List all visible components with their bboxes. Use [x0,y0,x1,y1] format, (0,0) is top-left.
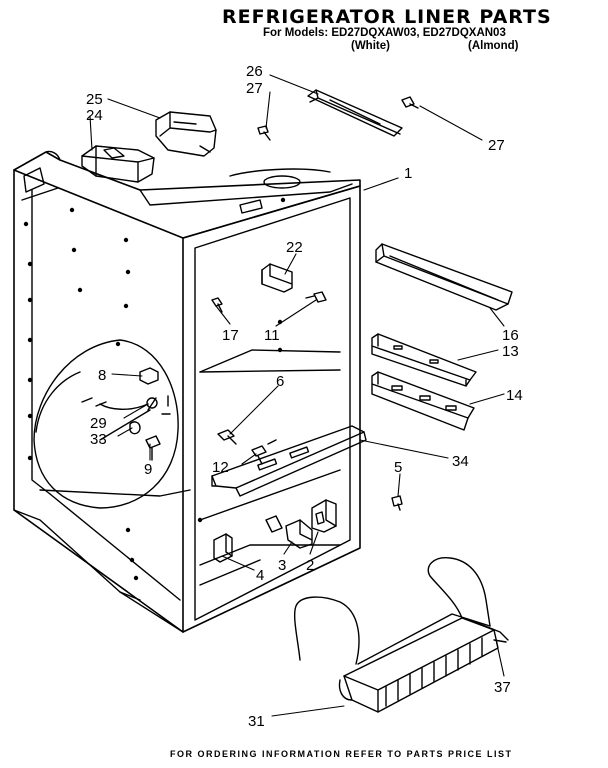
callout-13: 13 [502,343,519,360]
callout-29: 29 [90,415,107,432]
callout-12: 12 [212,459,229,476]
callout-1: 1 [404,165,412,182]
part-4-block [213,533,233,563]
callout-9: 9 [144,461,152,478]
white-label: (White) [351,40,390,52]
part-31-heater-assembly [293,557,509,713]
part-6-clip [217,429,237,445]
callout-16: 16 [502,327,519,344]
model-numbers: For Models: ED27DQXAW03, ED27DQXAN03 [263,27,506,39]
part-2-hinge [311,499,337,533]
callout-numbers: 26 27 27 25 24 1 22 16 13 14 17 11 6 8 2… [86,63,523,730]
part-22-bracket [261,263,293,293]
part-27-screw-right [401,96,419,109]
part-11-screw [305,291,327,303]
callout-25: 25 [86,91,103,108]
callout-22: 22 [286,239,303,256]
liner-cabinet [13,150,361,633]
callout-2: 2 [306,557,314,574]
part-17-screw [211,297,223,313]
callout-37: 37 [494,679,511,696]
callout-34: 34 [452,453,469,470]
part-26-strip [307,89,403,137]
callout-17: 17 [222,327,239,344]
callout-27-right: 27 [488,137,505,154]
part-14-bracket [371,371,475,431]
callout-11: 11 [264,327,280,344]
part-34-rail [211,425,367,497]
part-13-bracket [371,333,477,387]
callout-leader-lines [89,74,505,717]
part-3-bracket [265,515,313,549]
control-detail-circle [33,339,179,509]
callout-14: 14 [506,387,523,404]
callout-3: 3 [278,557,286,574]
page-title: REFRIGERATOR LINER PARTS [222,6,552,28]
callout-4: 4 [256,567,264,584]
callout-31: 31 [248,713,265,730]
part-24-housing [81,145,155,183]
part-12-clip [251,439,277,465]
callout-8: 8 [98,367,106,384]
callout-27-top: 27 [246,80,263,97]
part-25-bracket [155,111,217,157]
callout-24: 24 [86,107,103,124]
callout-26: 26 [246,63,263,80]
liner-screw-holes [23,197,286,581]
part-5-screw [391,495,403,511]
part-27-screw-top [257,125,271,141]
part-16-rail [375,243,513,311]
almond-label: (Almond) [468,40,519,52]
ordering-footer: FOR ORDERING INFORMATION REFER TO PARTS … [170,749,513,759]
callout-6: 6 [276,373,284,390]
callout-5: 5 [394,459,402,476]
callout-33: 33 [90,431,107,448]
